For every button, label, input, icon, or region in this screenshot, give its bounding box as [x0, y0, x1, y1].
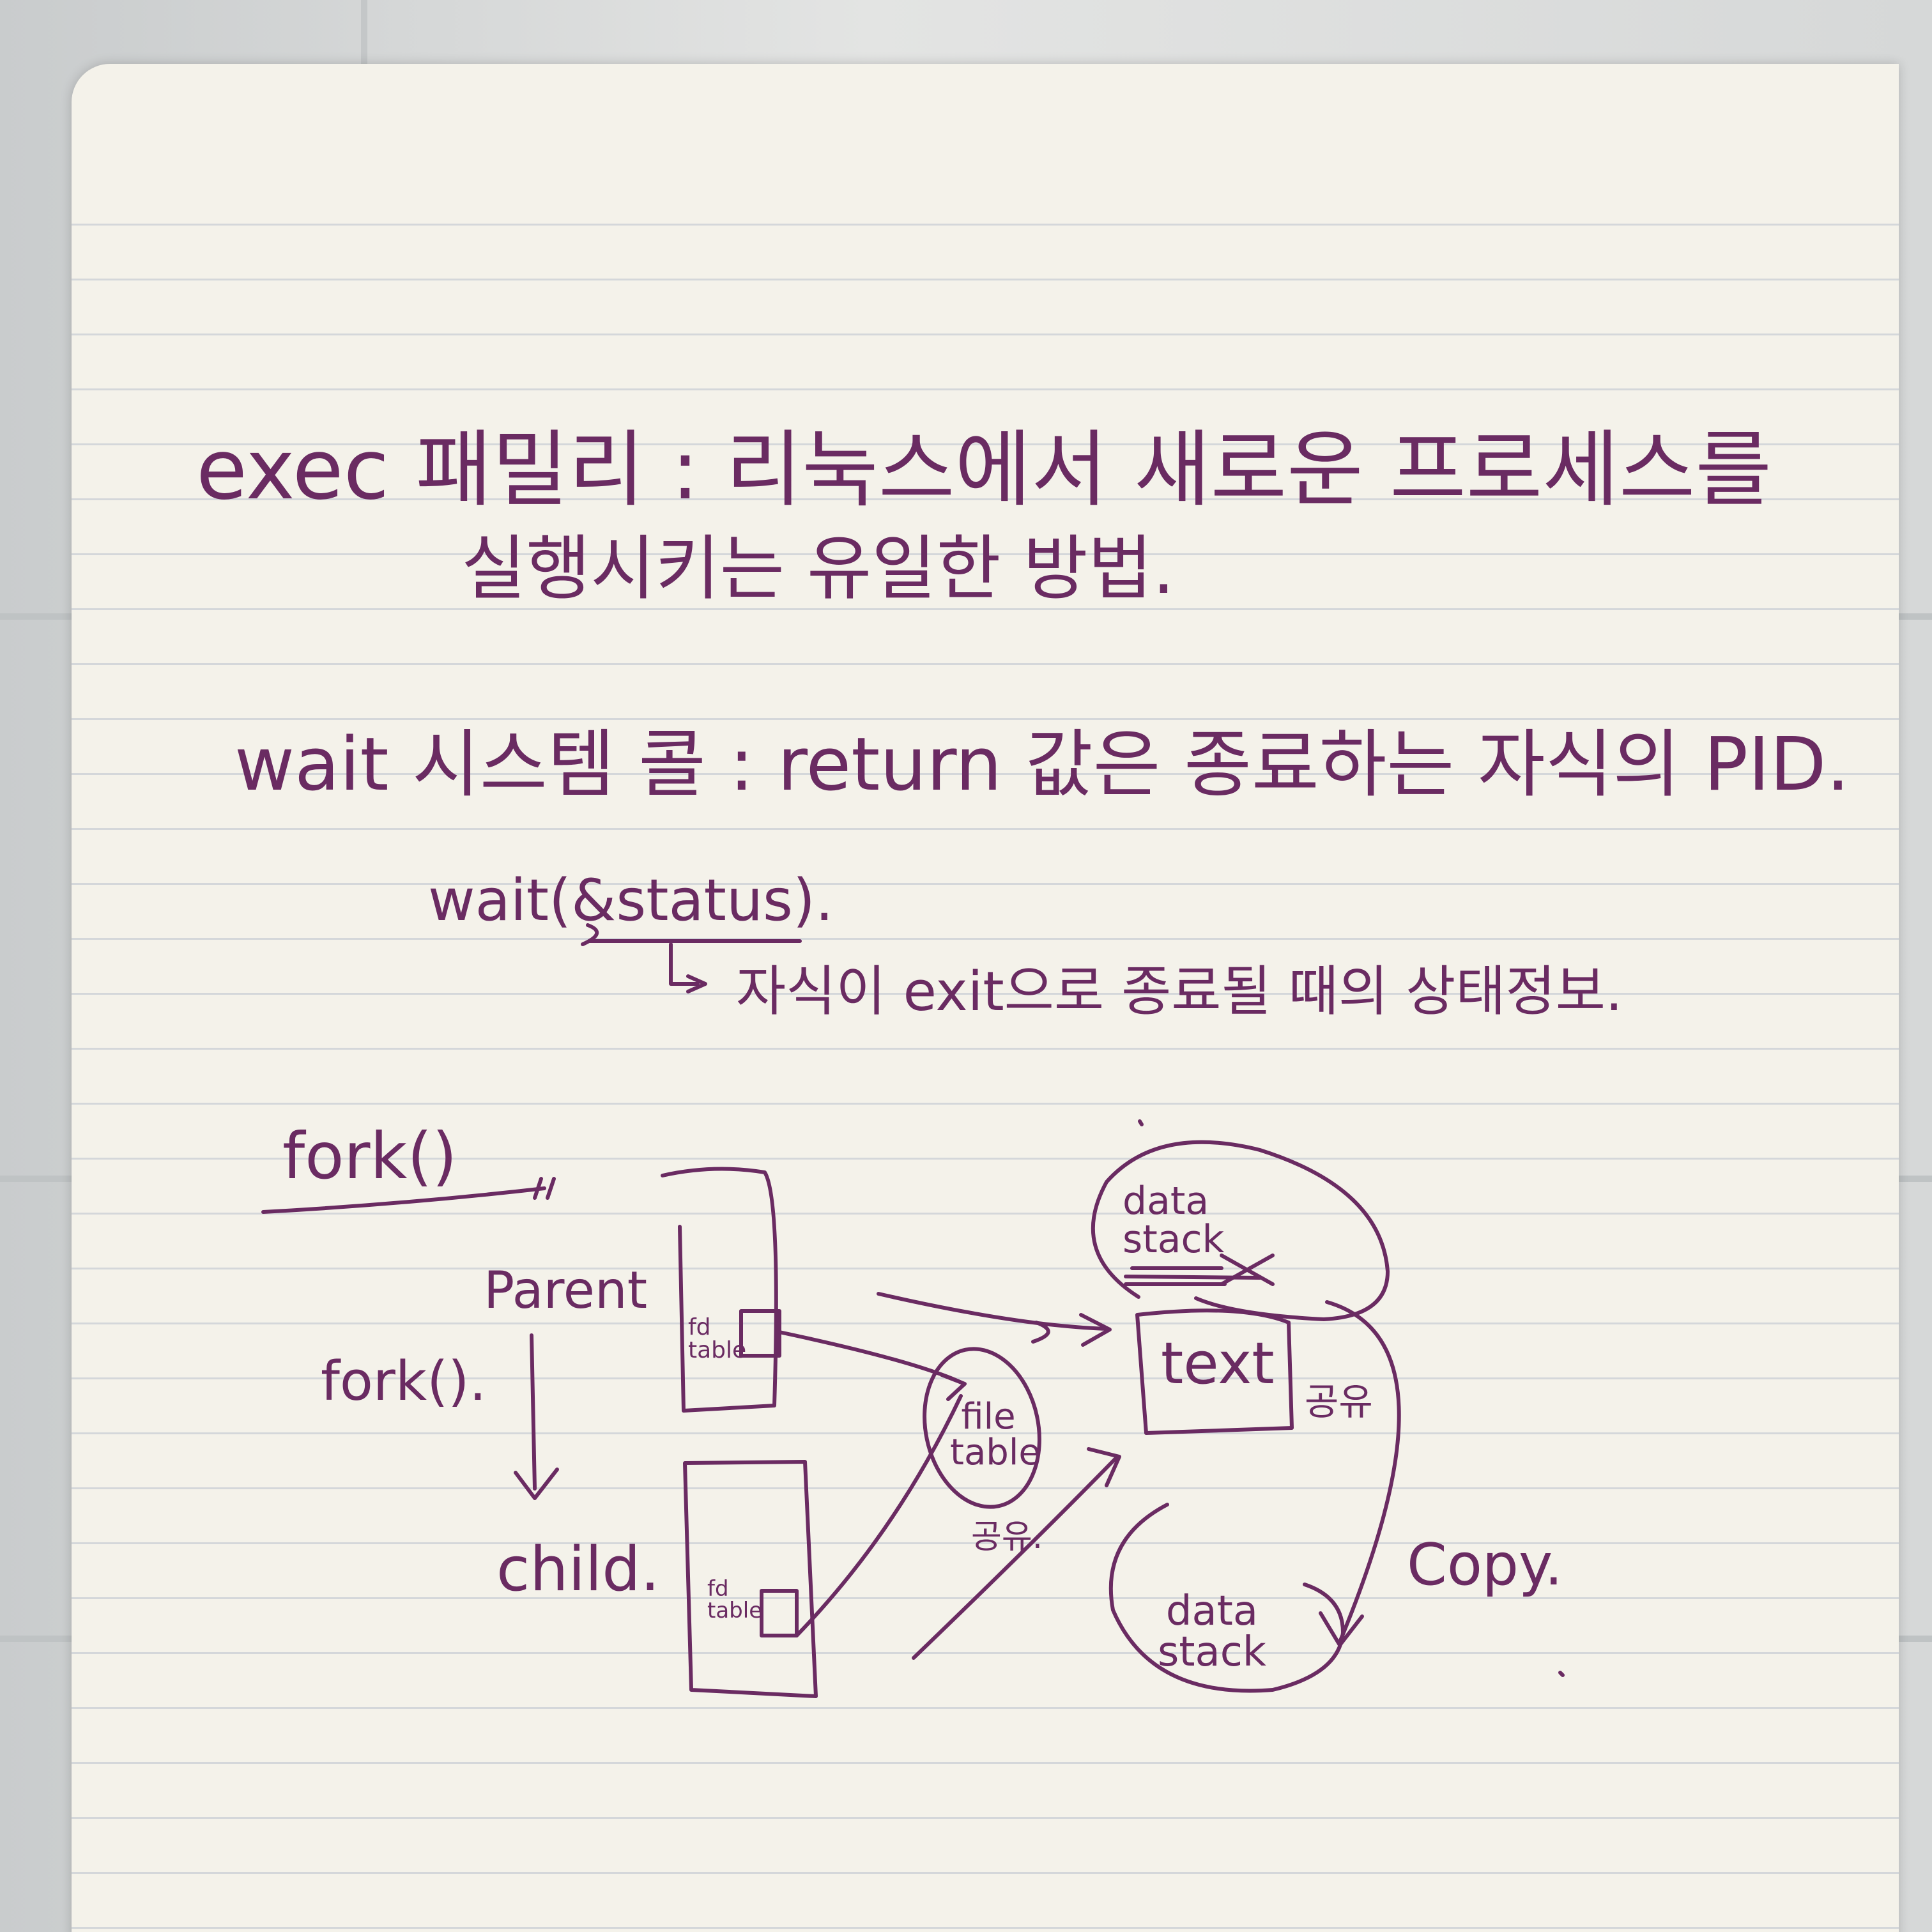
fork-underline	[261, 1186, 546, 1214]
ruled-line	[72, 828, 1899, 830]
parent-to-child-arrow-head	[514, 1468, 559, 1500]
ruled-line	[72, 883, 1899, 885]
parent-fd-table-label: fd table	[688, 1314, 747, 1363]
ruled-line	[72, 1048, 1899, 1050]
wait-call: wait(&status).	[428, 867, 834, 934]
child-data-stack-ellipse	[1108, 1503, 1345, 1693]
ruled-line	[72, 443, 1899, 445]
parent-data-stack-ellipse	[1091, 1140, 1390, 1321]
file-table-label: file table	[950, 1396, 1041, 1473]
ruled-line	[72, 1213, 1899, 1215]
copy-arrow	[1325, 1300, 1401, 1644]
parent-fd-to-file-arrow-head	[940, 1373, 967, 1401]
copy-label: Copy.	[1407, 1531, 1563, 1598]
shared-text-label: 공유	[1305, 1380, 1373, 1423]
ruled-line	[72, 1597, 1899, 1599]
child-process-box	[683, 1460, 818, 1698]
ruled-line	[72, 1652, 1899, 1654]
ruled-line	[72, 553, 1899, 555]
underline-wait-mark	[581, 923, 599, 946]
ruled-line	[72, 938, 1899, 940]
ruled-line	[72, 1377, 1899, 1379]
parent-to-child-arrow	[530, 1333, 537, 1491]
ruled-line	[72, 663, 1899, 665]
crossed-out-mark	[1220, 1254, 1275, 1286]
ruled-line	[72, 718, 1899, 720]
ruled-line	[72, 1103, 1899, 1105]
ruled-line	[72, 498, 1899, 500]
ruled-line	[72, 1487, 1899, 1489]
wait-description: 자식이 exit으로 종료될 때의 상태정보.	[736, 960, 1623, 1023]
file-table-to-text-mark	[1031, 1321, 1050, 1344]
child-to-text-arrow	[912, 1456, 1118, 1660]
crossed-out-word	[1124, 1266, 1262, 1286]
fork-tick-marks	[533, 1177, 556, 1200]
notebook-page: exec 패밀리 : 리눅스에서 새로운 프로세스를 실행시키는 유일한 방법.…	[72, 64, 1899, 1932]
child-fd-table-label: fd table	[707, 1576, 763, 1623]
text-segment-label: text	[1161, 1330, 1275, 1397]
ruled-line	[72, 1322, 1899, 1324]
wait-arrow	[669, 942, 700, 986]
parent-process-box	[661, 1167, 778, 1413]
child-label: child.	[496, 1535, 660, 1605]
fork-heading: fork()	[282, 1119, 457, 1193]
ruled-line	[72, 1707, 1899, 1709]
child-to-text-arrow-head	[1087, 1447, 1121, 1487]
ruled-line	[72, 279, 1899, 280]
ruled-line	[72, 1542, 1899, 1544]
ruled-line	[72, 608, 1899, 610]
stray-dot	[1138, 1119, 1144, 1126]
parent-to-text-arrow	[877, 1292, 1108, 1331]
wait-heading: wait 시스템 콜 : return 값은 종료하는 자식의 PID.	[234, 722, 1850, 808]
wait-arrow-head	[686, 974, 707, 993]
ruled-line	[72, 1927, 1899, 1929]
child-data-stack-label: data stack	[1158, 1588, 1266, 1676]
ruled-line	[72, 224, 1899, 226]
parent-to-text-arrow-head	[1079, 1313, 1112, 1347]
file-table-ellipse	[923, 1347, 1041, 1509]
ruled-line	[72, 1158, 1899, 1160]
handwritten-diagram	[261, 923, 1565, 1698]
parent-label: Parent	[484, 1261, 648, 1320]
ruled-line	[72, 388, 1899, 390]
exec-heading: exec 패밀리 : 리눅스에서 새로운 프로세스를	[196, 421, 1772, 518]
parent-fd-entry	[739, 1309, 781, 1358]
ruled-line	[72, 773, 1899, 775]
exec-description: 실행시키는 유일한 방법.	[461, 528, 1175, 610]
ruled-line	[72, 334, 1899, 335]
ruled-line	[72, 1432, 1899, 1434]
parent-data-stack-label: data stack	[1123, 1179, 1225, 1262]
fork-call-label: fork().	[321, 1350, 487, 1413]
ruled-line	[72, 1762, 1899, 1764]
shared-file-label: 공유.	[971, 1518, 1043, 1556]
ruled-line	[72, 1817, 1899, 1819]
stray-dot	[1558, 1671, 1565, 1677]
ruled-line	[72, 1872, 1899, 1874]
child-fd-entry	[760, 1589, 799, 1637]
ruled-line	[72, 993, 1899, 995]
child-fd-to-file-arrow	[795, 1394, 963, 1637]
ruled-line	[72, 1268, 1899, 1269]
